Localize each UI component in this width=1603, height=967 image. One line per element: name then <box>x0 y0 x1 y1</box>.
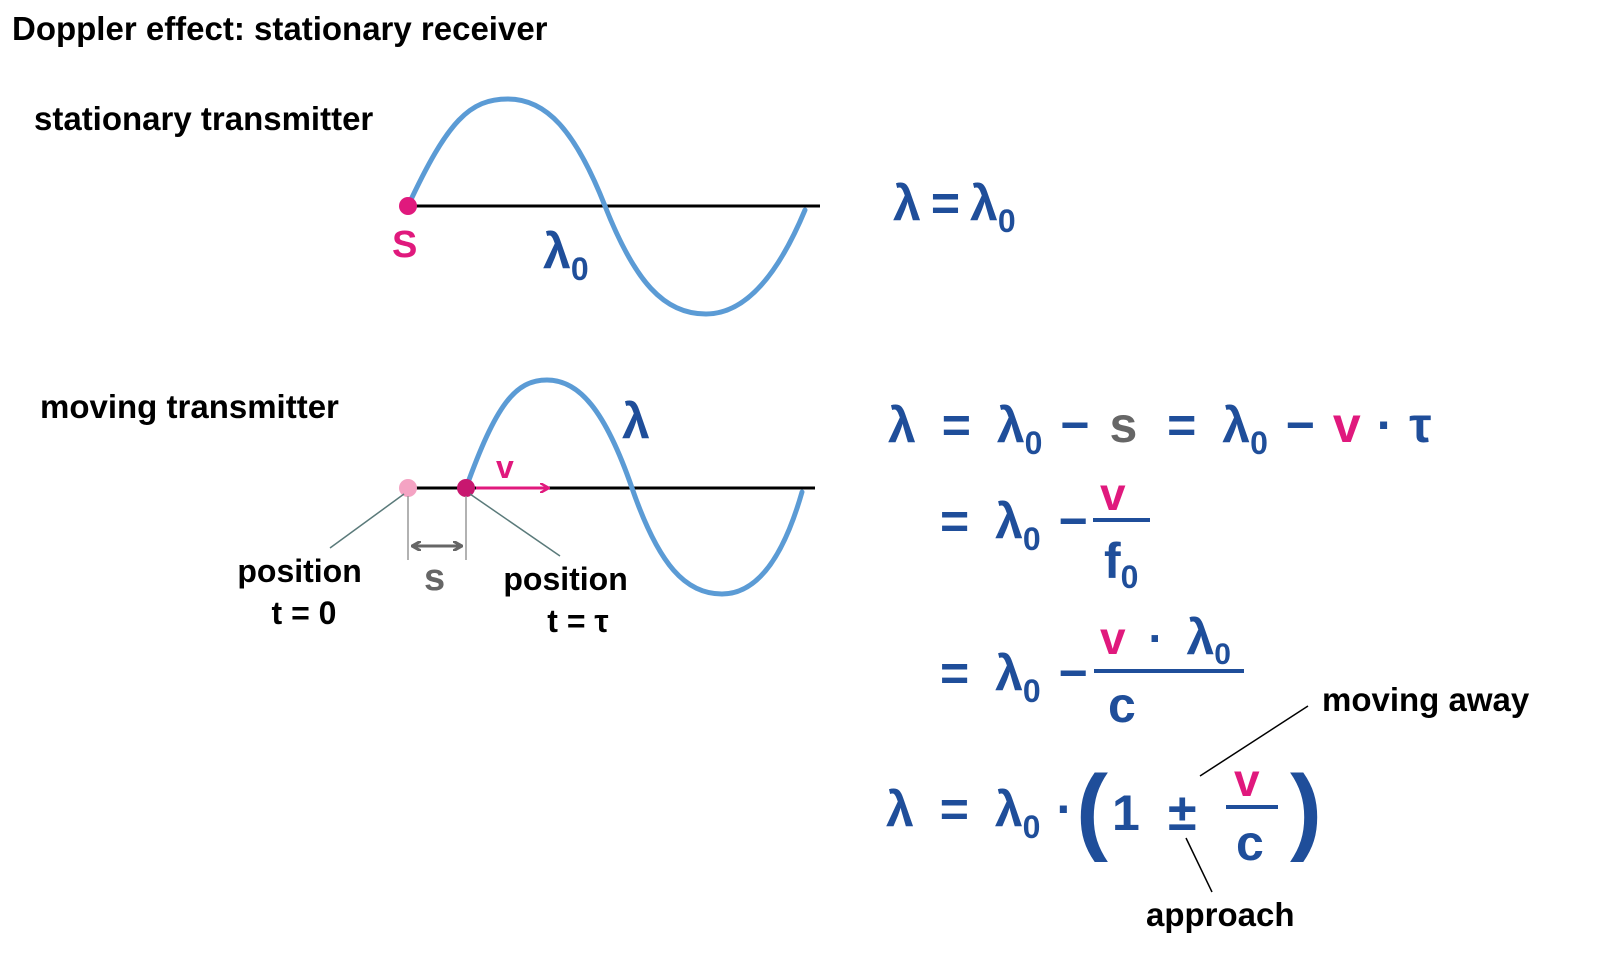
velocity-label: v <box>496 449 514 485</box>
fraction-1-numerator: v <box>1100 468 1126 520</box>
position-t0-label: position t = 0 <box>237 553 370 631</box>
fraction-2-numerator: v · λ0 <box>1100 609 1231 671</box>
stationary-source-dot <box>399 197 417 215</box>
fraction-2-denominator: c <box>1108 677 1136 733</box>
current-position-dot <box>457 479 475 497</box>
moving-away-label: moving away <box>1322 681 1530 718</box>
moving-wavelength-label: λ <box>622 393 650 449</box>
formula-line-1: λ = λ0 − s = λ0 − v · τ <box>888 397 1432 465</box>
fraction-3-denominator: c <box>1236 815 1264 871</box>
leader-line-t0 <box>329 493 405 549</box>
plus-minus-sign: ± <box>1168 784 1197 842</box>
formula-one: 1 <box>1112 785 1140 841</box>
formula-line-4-lhs: λ = λ0 · <box>886 781 1073 849</box>
formula-line-3-lhs: = λ0 − <box>940 645 1088 713</box>
position-ttau-label: position t = τ <box>503 561 636 639</box>
stationary-heading: stationary transmitter <box>34 100 374 137</box>
source-label: S <box>392 224 417 266</box>
moving-heading: moving transmitter <box>40 388 339 425</box>
moving-wave <box>463 377 805 597</box>
initial-position-dot <box>399 479 417 497</box>
stationary-wavelength-label: λ0 <box>543 223 589 287</box>
stationary-wave <box>405 96 808 317</box>
fraction-1-denominator: f0 <box>1104 533 1138 595</box>
approach-leader <box>1185 837 1213 893</box>
moving-away-leader <box>1199 705 1309 777</box>
fraction-3-numerator: v <box>1234 754 1260 806</box>
left-paren: ( <box>1076 756 1108 863</box>
stationary-equation: λ=λ0 <box>893 175 1016 239</box>
leader-line-ttau <box>469 493 561 557</box>
distance-label: s <box>424 557 445 599</box>
approach-label: approach <box>1146 896 1295 933</box>
right-paren: ) <box>1290 756 1322 863</box>
page-title: Doppler effect: stationary receiver <box>12 10 548 47</box>
formula-line-2-lhs: = λ0 − <box>940 493 1088 561</box>
